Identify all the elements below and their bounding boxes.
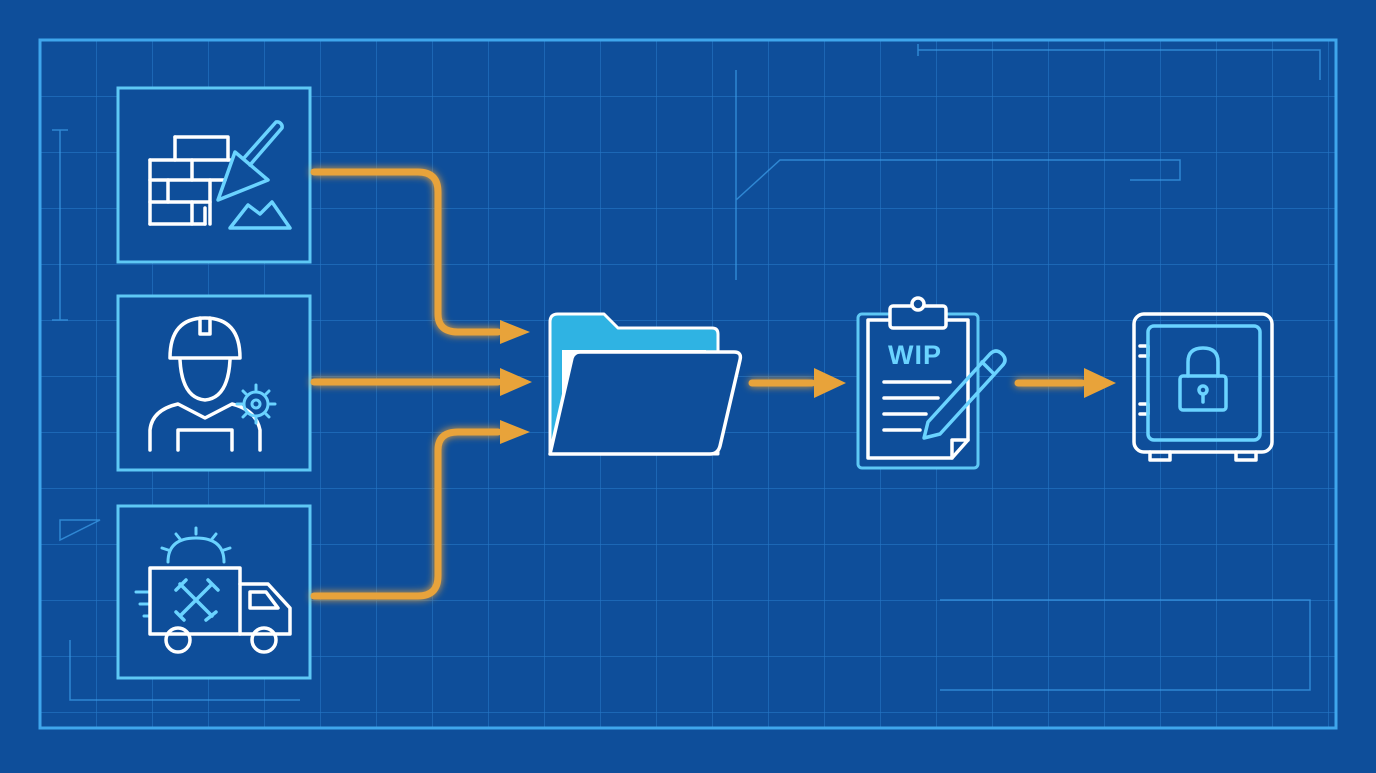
open-folder-icon xyxy=(548,312,743,456)
wip-box xyxy=(856,312,980,470)
locked-safe-icon xyxy=(1132,312,1274,462)
arrowhead-icon xyxy=(500,368,532,396)
arrowhead-icon xyxy=(1084,368,1116,398)
arrowhead-icon xyxy=(500,320,530,344)
blueprint-frame xyxy=(38,38,1338,730)
arrowheads xyxy=(500,320,1116,444)
flow-arrows xyxy=(310,168,1086,600)
clipboard-pencil-icon xyxy=(866,296,1007,460)
blueprint-drafting-lines xyxy=(52,44,1321,701)
construction-worker-icon xyxy=(148,316,277,452)
wip-label: WIP xyxy=(888,340,942,370)
service-truck-icon xyxy=(134,526,292,654)
brick-wall-trowel-icon xyxy=(148,120,292,230)
materials-flow-arrow xyxy=(310,168,502,336)
arrowhead-icon xyxy=(500,420,530,444)
arrowhead-icon xyxy=(814,368,846,398)
materials-box xyxy=(116,86,312,264)
equipment-flow-arrow xyxy=(310,428,502,600)
labor-box xyxy=(116,294,312,472)
